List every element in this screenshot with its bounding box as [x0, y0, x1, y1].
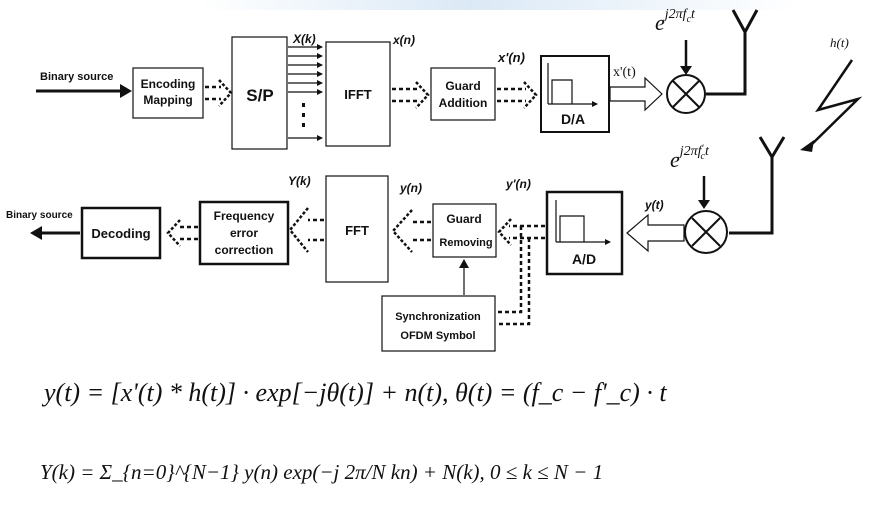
yt-label: y(t) [644, 198, 664, 212]
tx-antenna [706, 9, 759, 96]
rx-osc-arrowhead [698, 200, 710, 209]
xk-label: X(k) [292, 32, 316, 46]
ifft-label: IFFT [344, 87, 371, 102]
xn-label: x(n) [392, 33, 415, 47]
rx-osc-t: t [705, 144, 710, 159]
channel-arrowhead [800, 140, 814, 152]
decoding-label: Decoding [91, 226, 150, 241]
rx-mixer-cross-b [691, 217, 721, 247]
rx-osc-exponent: j2πf [678, 144, 704, 159]
dashed-arrow-enc-sp [205, 79, 233, 107]
guard-removing-block [432, 203, 497, 258]
guard-rem-label-1: Guard [446, 212, 481, 226]
yn-label: y(n) [399, 181, 422, 195]
guard-addition-block [430, 67, 496, 121]
binary-source-in-arrowhead [120, 84, 132, 98]
sync-label-1: Synchronization [395, 311, 481, 323]
ifft-block [325, 41, 391, 147]
decoding-block [80, 206, 162, 260]
freq-label-3: correction [215, 243, 274, 257]
encoding-mapping-block [132, 67, 204, 119]
binary-source-out-label: Binary source [6, 210, 73, 221]
rx-osc-sub: c [701, 151, 706, 162]
channel-lightning [807, 59, 863, 149]
rx-osc-label: ej2πf'ct [670, 143, 710, 172]
xpt-label: x'(t) [613, 65, 636, 80]
dashed-arrow-fft-freq [288, 207, 324, 253]
sp-label: S/P [246, 86, 273, 105]
dashed-arrow-guard-da [497, 81, 538, 109]
rx-antenna [729, 136, 786, 235]
guard-add-label-1: Guard [445, 79, 480, 93]
equation-received-signal: y(t) = [x'(t) * h(t)] · exp[−jθ(t)] + n(… [0, 378, 869, 418]
tx-osc-arrowhead [680, 66, 692, 75]
sync-label-2: OFDM Symbol [400, 330, 475, 342]
tx-osc-sub: c [687, 14, 692, 25]
parallel-dots [302, 103, 305, 127]
binary-source-in-label: Binary source [40, 71, 113, 83]
rx-osc-prime: ' [702, 143, 705, 153]
equation-fft-output-text: Y(k) = Σ_{n=0}^{N−1} y(n) exp(−j 2π/N kn… [40, 460, 604, 484]
synchronization-block [381, 295, 496, 352]
dashed-arrow-ad-guard [497, 218, 545, 246]
dashed-arrow-ifft-guard [392, 81, 430, 109]
tx-mixer-cross-b [672, 80, 700, 108]
da-label: D/A [561, 111, 585, 127]
parallel-arrows-xk [288, 44, 323, 95]
frequency-correction-block [198, 200, 290, 266]
encoding-label: Encoding [141, 77, 196, 91]
ypn-label: y'(n) [505, 177, 531, 191]
xpn-label: x'(n) [497, 50, 525, 65]
sp-block [231, 36, 288, 150]
ad-label: A/D [572, 251, 596, 267]
dashed-arrow-guard-fft [391, 209, 431, 253]
dashed-arrow-freq-dec [166, 219, 198, 247]
equation-received-signal-text: y(t) = [x'(t) * h(t)] · exp[−jθ(t)] + n(… [44, 378, 667, 407]
guard-rem-label-2: Removing [439, 237, 492, 249]
mapping-label: Mapping [143, 93, 192, 107]
tx-osc-exponent: j2πf [663, 7, 689, 22]
yk-label: Y(k) [288, 174, 311, 188]
freq-label-2: error [230, 226, 258, 240]
da-graph-icon [547, 63, 598, 107]
fft-label: FFT [345, 223, 369, 238]
hollow-arrow-mixer-ad [626, 213, 685, 253]
sync-up-arrowhead [459, 259, 469, 268]
tx-osc-label: ej2πfct [655, 7, 696, 35]
freq-label-1: Frequency [214, 209, 275, 223]
hollow-arrow-da-mixer [609, 76, 663, 112]
equation-fft-output: Y(k) = Σ_{n=0}^{N−1} y(n) exp(−j 2π/N kn… [0, 458, 869, 498]
dashed-feed-sync [497, 226, 531, 326]
guard-add-label-2: Addition [439, 96, 488, 110]
binary-source-out-arrowhead [30, 226, 42, 240]
top-glow-decoration [200, 0, 800, 10]
ad-graph-icon [555, 200, 611, 245]
fft-block [325, 175, 389, 283]
ht-label: h(t) [830, 35, 849, 50]
tx-osc-t: t [691, 7, 696, 22]
